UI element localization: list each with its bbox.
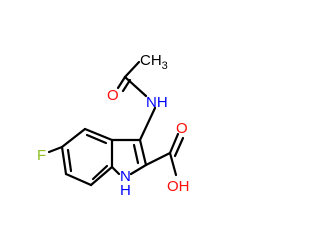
bond-cooh-o-1 bbox=[168, 132, 180, 155]
bond-inner-c3a-c4 bbox=[85, 133, 108, 145]
bond-c7-c7a bbox=[89, 165, 114, 187]
amide-nh-label: NH bbox=[146, 94, 168, 111]
acid-oh-label: OH bbox=[167, 178, 190, 195]
bond-c3a-c4 bbox=[83, 127, 114, 142]
bond-c3-c2 bbox=[138, 138, 148, 167]
bond-c5-f bbox=[47, 145, 64, 154]
molecule-canvas: CH3 O NH F N H O OH bbox=[37, 52, 190, 199]
bond-c3-c2-inner bbox=[132, 143, 140, 165]
acid-oxygen-label: O bbox=[176, 120, 188, 137]
methyl-label: CH3 bbox=[140, 52, 168, 72]
bond-cooh-o-2 bbox=[173, 136, 185, 158]
bond-c6-c7 bbox=[64, 172, 93, 187]
bond-methyl-carbonyl bbox=[123, 60, 141, 79]
bond-c2-ccooh bbox=[144, 151, 172, 167]
bond-n1-c7a bbox=[110, 165, 121, 176]
ring-nitrogen-label: N bbox=[120, 168, 131, 185]
ring-nh-hydrogen-label: H bbox=[120, 182, 131, 199]
bond-carbonyl-o-1 bbox=[116, 75, 127, 90]
acetyl-oxygen-label: O bbox=[107, 87, 119, 104]
bond-c4-c5 bbox=[60, 127, 87, 149]
bond-c5-c6 bbox=[60, 145, 68, 176]
bond-inner-c5-c6 bbox=[66, 148, 73, 173]
bond-cooh-oh bbox=[168, 151, 178, 177]
bond-inner-c7-c7a bbox=[91, 164, 109, 181]
bond-n-c3 bbox=[138, 106, 157, 142]
fluorine-label: F bbox=[37, 147, 46, 164]
bond-c2-n1 bbox=[129, 163, 148, 176]
bond-carbonyl-n bbox=[123, 75, 148, 98]
structure-diagram: CH3 O NH F N H O OH bbox=[37, 52, 190, 199]
